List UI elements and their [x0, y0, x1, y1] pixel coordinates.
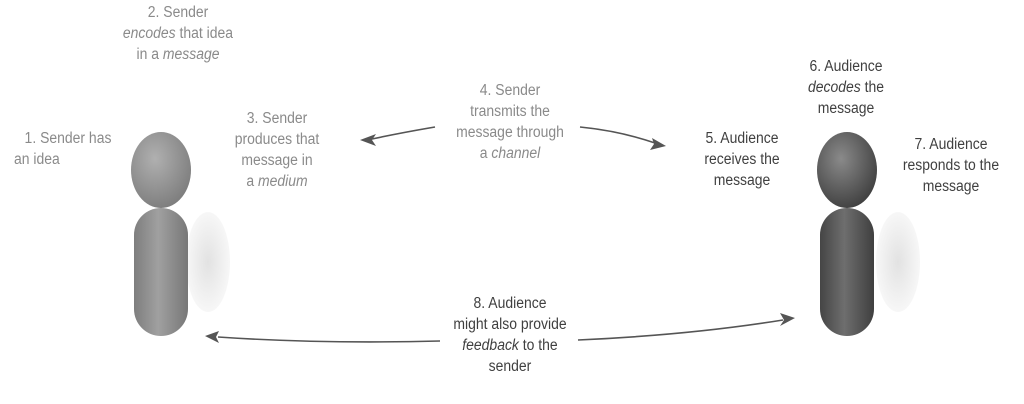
step-3-line-3: message in — [241, 152, 313, 169]
step-6-line-1: 6. Audience — [809, 58, 883, 75]
transmission-arrow — [360, 126, 666, 150]
step-8-label: 8. Audience might also provide feedback … — [438, 293, 582, 377]
step-3-label: 3. Sender produces that message in a med… — [222, 108, 332, 192]
step-8-line-1: 8. Audience — [473, 295, 547, 312]
step-4-channel: channel — [491, 145, 541, 162]
step-8-line-2: might also provide — [453, 316, 567, 333]
step-2-line-1: 2. Sender — [147, 4, 209, 21]
step-2-line-3: in a message — [115, 44, 241, 65]
step-5-line-2: receives the — [704, 151, 780, 168]
step-2-label: 2. Sender encodes that idea in a message — [115, 2, 241, 65]
step-4-line-2: transmits the — [470, 103, 550, 120]
step-6-label: 6. Audience decodes the message — [792, 56, 900, 119]
step-2-line-3-pre: in a — [136, 46, 163, 63]
audience-shadow — [876, 212, 920, 312]
step-7-label: 7. Audience responds to the message — [893, 134, 1010, 197]
feedback-arrow — [205, 313, 795, 343]
step-3-medium: medium — [258, 173, 308, 190]
step-1-line-1: 1. Sender has — [24, 130, 112, 147]
step-5-line-3: message — [713, 172, 771, 189]
step-5-label: 5. Audience receives the message — [688, 128, 796, 191]
step-1-label: 1. Sender has an idea — [14, 128, 122, 170]
step-6-line-2: decodes the — [792, 77, 900, 98]
step-2-line-2: encodes that idea — [115, 23, 241, 44]
step-4-line-1: 4. Sender — [479, 82, 541, 99]
sender-body — [134, 208, 188, 336]
audience-figure — [817, 132, 920, 336]
audience-body — [820, 208, 874, 336]
step-3-line-4: a medium — [222, 171, 332, 192]
step-7-line-3: message — [922, 178, 980, 195]
sender-figure — [131, 132, 230, 336]
step-8-feedback: feedback — [462, 337, 519, 354]
step-2-line-2-rest: that idea — [175, 25, 234, 42]
step-5-line-1: 5. Audience — [705, 130, 779, 147]
step-4-line-4-pre: a — [479, 145, 492, 162]
step-3-line-2: produces that — [234, 131, 320, 148]
step-7-line-2: responds to the — [902, 157, 1000, 174]
audience-head — [817, 132, 877, 208]
step-3-line-1: 3. Sender — [246, 110, 308, 127]
step-4-line-3: message through — [456, 124, 564, 141]
step-6-decodes: decodes — [807, 79, 861, 96]
arrow-tail-fletching — [360, 134, 376, 146]
sender-head — [131, 132, 191, 208]
step-8-line-4: sender — [488, 358, 532, 375]
step-1-line-2: an idea — [14, 151, 60, 168]
step-2-encodes: encodes — [122, 25, 176, 42]
step-8-line-3-rest: to the — [518, 337, 558, 354]
step-6-line-2-rest: the — [860, 79, 885, 96]
step-4-line-4: a channel — [447, 143, 573, 164]
step-3-line-4-pre: a — [246, 173, 259, 190]
sender-shadow — [186, 212, 230, 312]
step-4-label: 4. Sender transmits the message through … — [447, 80, 573, 164]
step-8-line-3: feedback to the — [438, 335, 582, 356]
step-7-line-1: 7. Audience — [914, 136, 988, 153]
feedback-arrow-tail-fletching — [780, 313, 795, 326]
step-2-message: message — [162, 46, 220, 63]
step-6-line-3: message — [817, 100, 875, 117]
feedback-arrow-head — [205, 331, 219, 343]
arrow-head — [650, 138, 666, 150]
